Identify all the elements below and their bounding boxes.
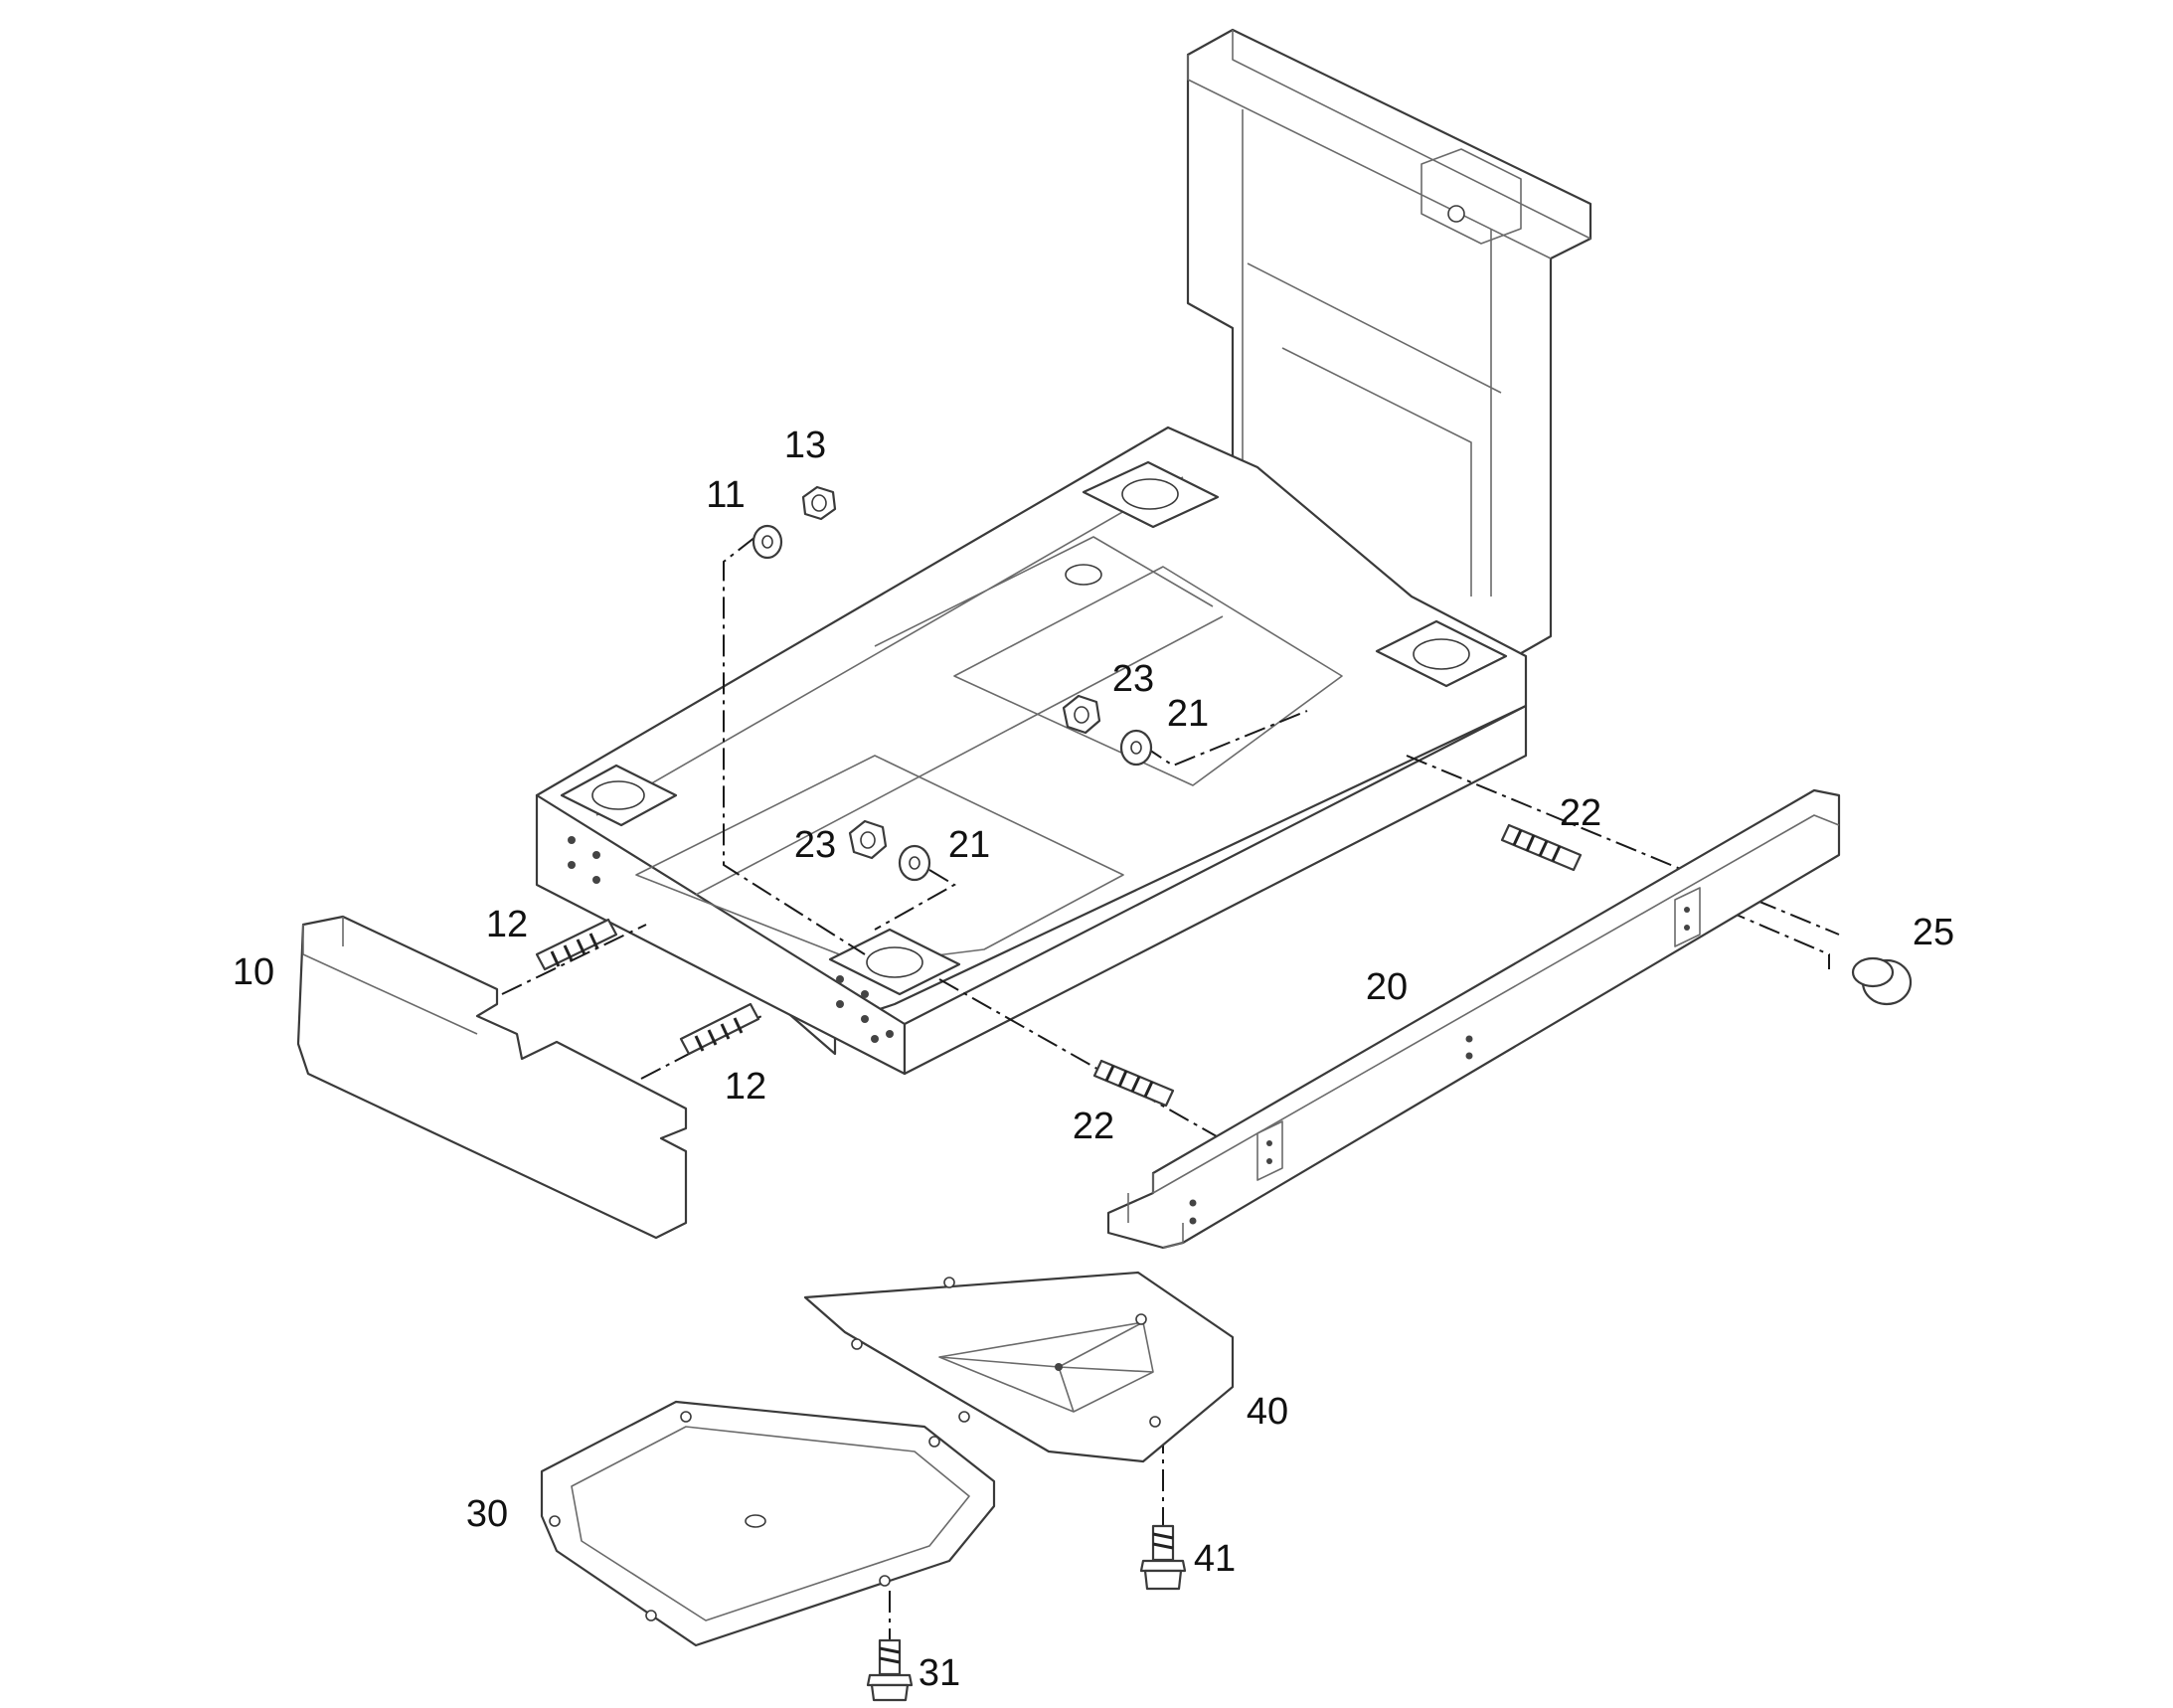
- main-frame: [535, 28, 1592, 1076]
- callout-12: 12: [486, 904, 528, 945]
- callout-10: 10: [233, 951, 274, 993]
- callout-13: 13: [784, 425, 826, 466]
- stud-22-lower: [1092, 1059, 1175, 1108]
- part-20-side-rail: [1106, 788, 1841, 1250]
- part-25-plug-cap: [1851, 956, 1913, 1006]
- frame-inner-hole: [1065, 564, 1102, 586]
- stud-12-lower: [679, 1002, 760, 1056]
- nut-23-upper: [1062, 694, 1101, 735]
- frame-upright-hole: [1447, 205, 1465, 223]
- nut-13: [801, 485, 837, 521]
- callout-11: 11: [706, 474, 745, 516]
- callout-12: 12: [725, 1066, 766, 1108]
- leader-21-upper: [1142, 710, 1308, 768]
- part-30-base-plate: [540, 1400, 996, 1647]
- part-30-bolt-holes: [549, 1411, 940, 1622]
- frame-upright-top-rim: [1187, 30, 1591, 259]
- part-20-rail-bracket-2: [1674, 887, 1701, 947]
- callout-40: 40: [1247, 1391, 1288, 1433]
- frame-inner-rib: [595, 476, 1224, 896]
- stud-12-upper: [535, 918, 618, 971]
- part-40-cover-plate: [803, 1271, 1235, 1463]
- frame-inner-recess-left: [635, 755, 1124, 965]
- callout-21: 21: [1167, 693, 1209, 735]
- leader-21-lower: [874, 869, 956, 931]
- frame-base-right-face: [903, 704, 1528, 1076]
- callout-25: 25: [1913, 912, 1954, 953]
- part-20-rail-bracket-1: [1256, 1120, 1283, 1181]
- callout-23: 23: [1112, 658, 1154, 700]
- frame-mount-pad-4: [1375, 619, 1508, 688]
- callout-22: 22: [1560, 792, 1601, 834]
- callout-31: 31: [919, 1652, 960, 1694]
- frame-mount-pad-1: [560, 764, 678, 827]
- frame-mount-pad-2: [828, 928, 961, 996]
- callout-30: 30: [466, 1493, 508, 1535]
- leader-22-lower: [938, 978, 1239, 1149]
- washer-11: [752, 524, 783, 560]
- leader-11-13: [723, 536, 866, 955]
- stud-22-upper: [1500, 823, 1583, 872]
- leader-22-upper: [1406, 755, 1840, 936]
- washer-21-lower: [898, 844, 931, 882]
- frame-inner-recess-right: [953, 566, 1343, 786]
- callout-20: 20: [1366, 966, 1408, 1008]
- washer-21-upper: [1119, 729, 1153, 767]
- frame-mount-pad-3: [1082, 460, 1220, 529]
- frame-upright-slot: [1421, 148, 1522, 245]
- leader-12-upper: [501, 924, 647, 995]
- callout-23: 23: [794, 824, 836, 866]
- part-40-bolt-holes: [851, 1277, 1161, 1428]
- callout-21: 21: [948, 824, 990, 866]
- nut-23-lower: [848, 819, 888, 860]
- bolt-31: [866, 1638, 914, 1702]
- callout-22: 22: [1073, 1106, 1114, 1147]
- part-10-front-block: [296, 915, 688, 1240]
- frame-front-holes: [568, 836, 894, 1043]
- frame-upright-inner: [1242, 109, 1502, 597]
- callout-41: 41: [1194, 1538, 1236, 1580]
- callout-labels: 13 11 23 21 22 23 21 12 10 20 25 12 22 40 30 41 31: [233, 425, 1954, 1694]
- bolt-41: [1139, 1524, 1187, 1591]
